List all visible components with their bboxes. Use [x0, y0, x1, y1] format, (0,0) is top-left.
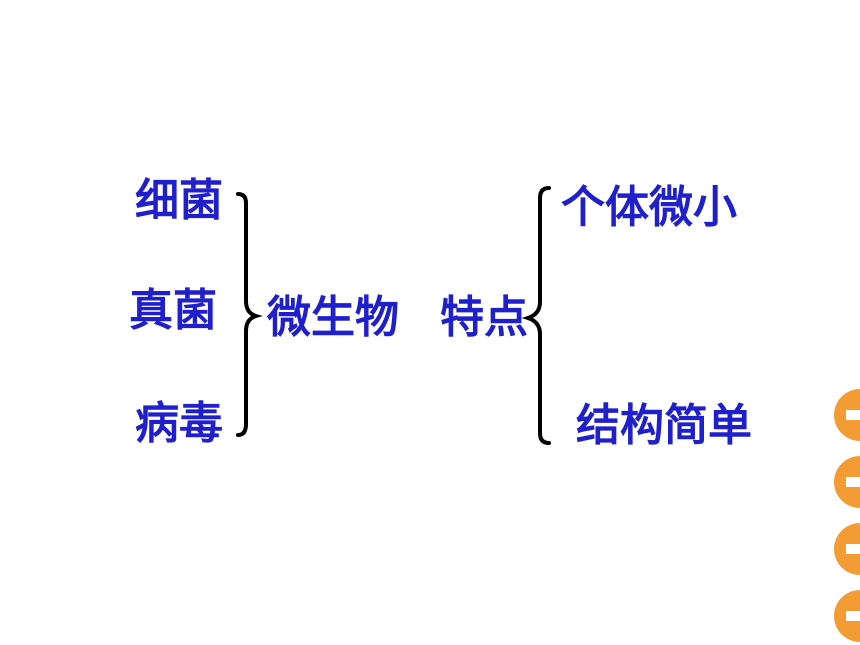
right-item-small-size: 个体微小	[561, 182, 737, 233]
features-label: 特点	[440, 292, 528, 343]
left-item-bacteria: 细菌	[135, 175, 223, 226]
left-facing-brace	[521, 186, 551, 445]
orange-half-circle-icon	[834, 456, 860, 508]
orange-half-circle-icon	[834, 590, 860, 642]
orange-half-circle-icon	[834, 389, 860, 441]
orange-half-circle-icon	[834, 523, 860, 575]
center-label-microorganism: 微生物	[267, 292, 399, 343]
right-facing-brace	[236, 192, 263, 437]
right-item-simple-structure: 结构简单	[576, 400, 752, 451]
left-item-virus: 病毒	[135, 398, 223, 449]
left-item-fungi: 真菌	[129, 285, 217, 336]
